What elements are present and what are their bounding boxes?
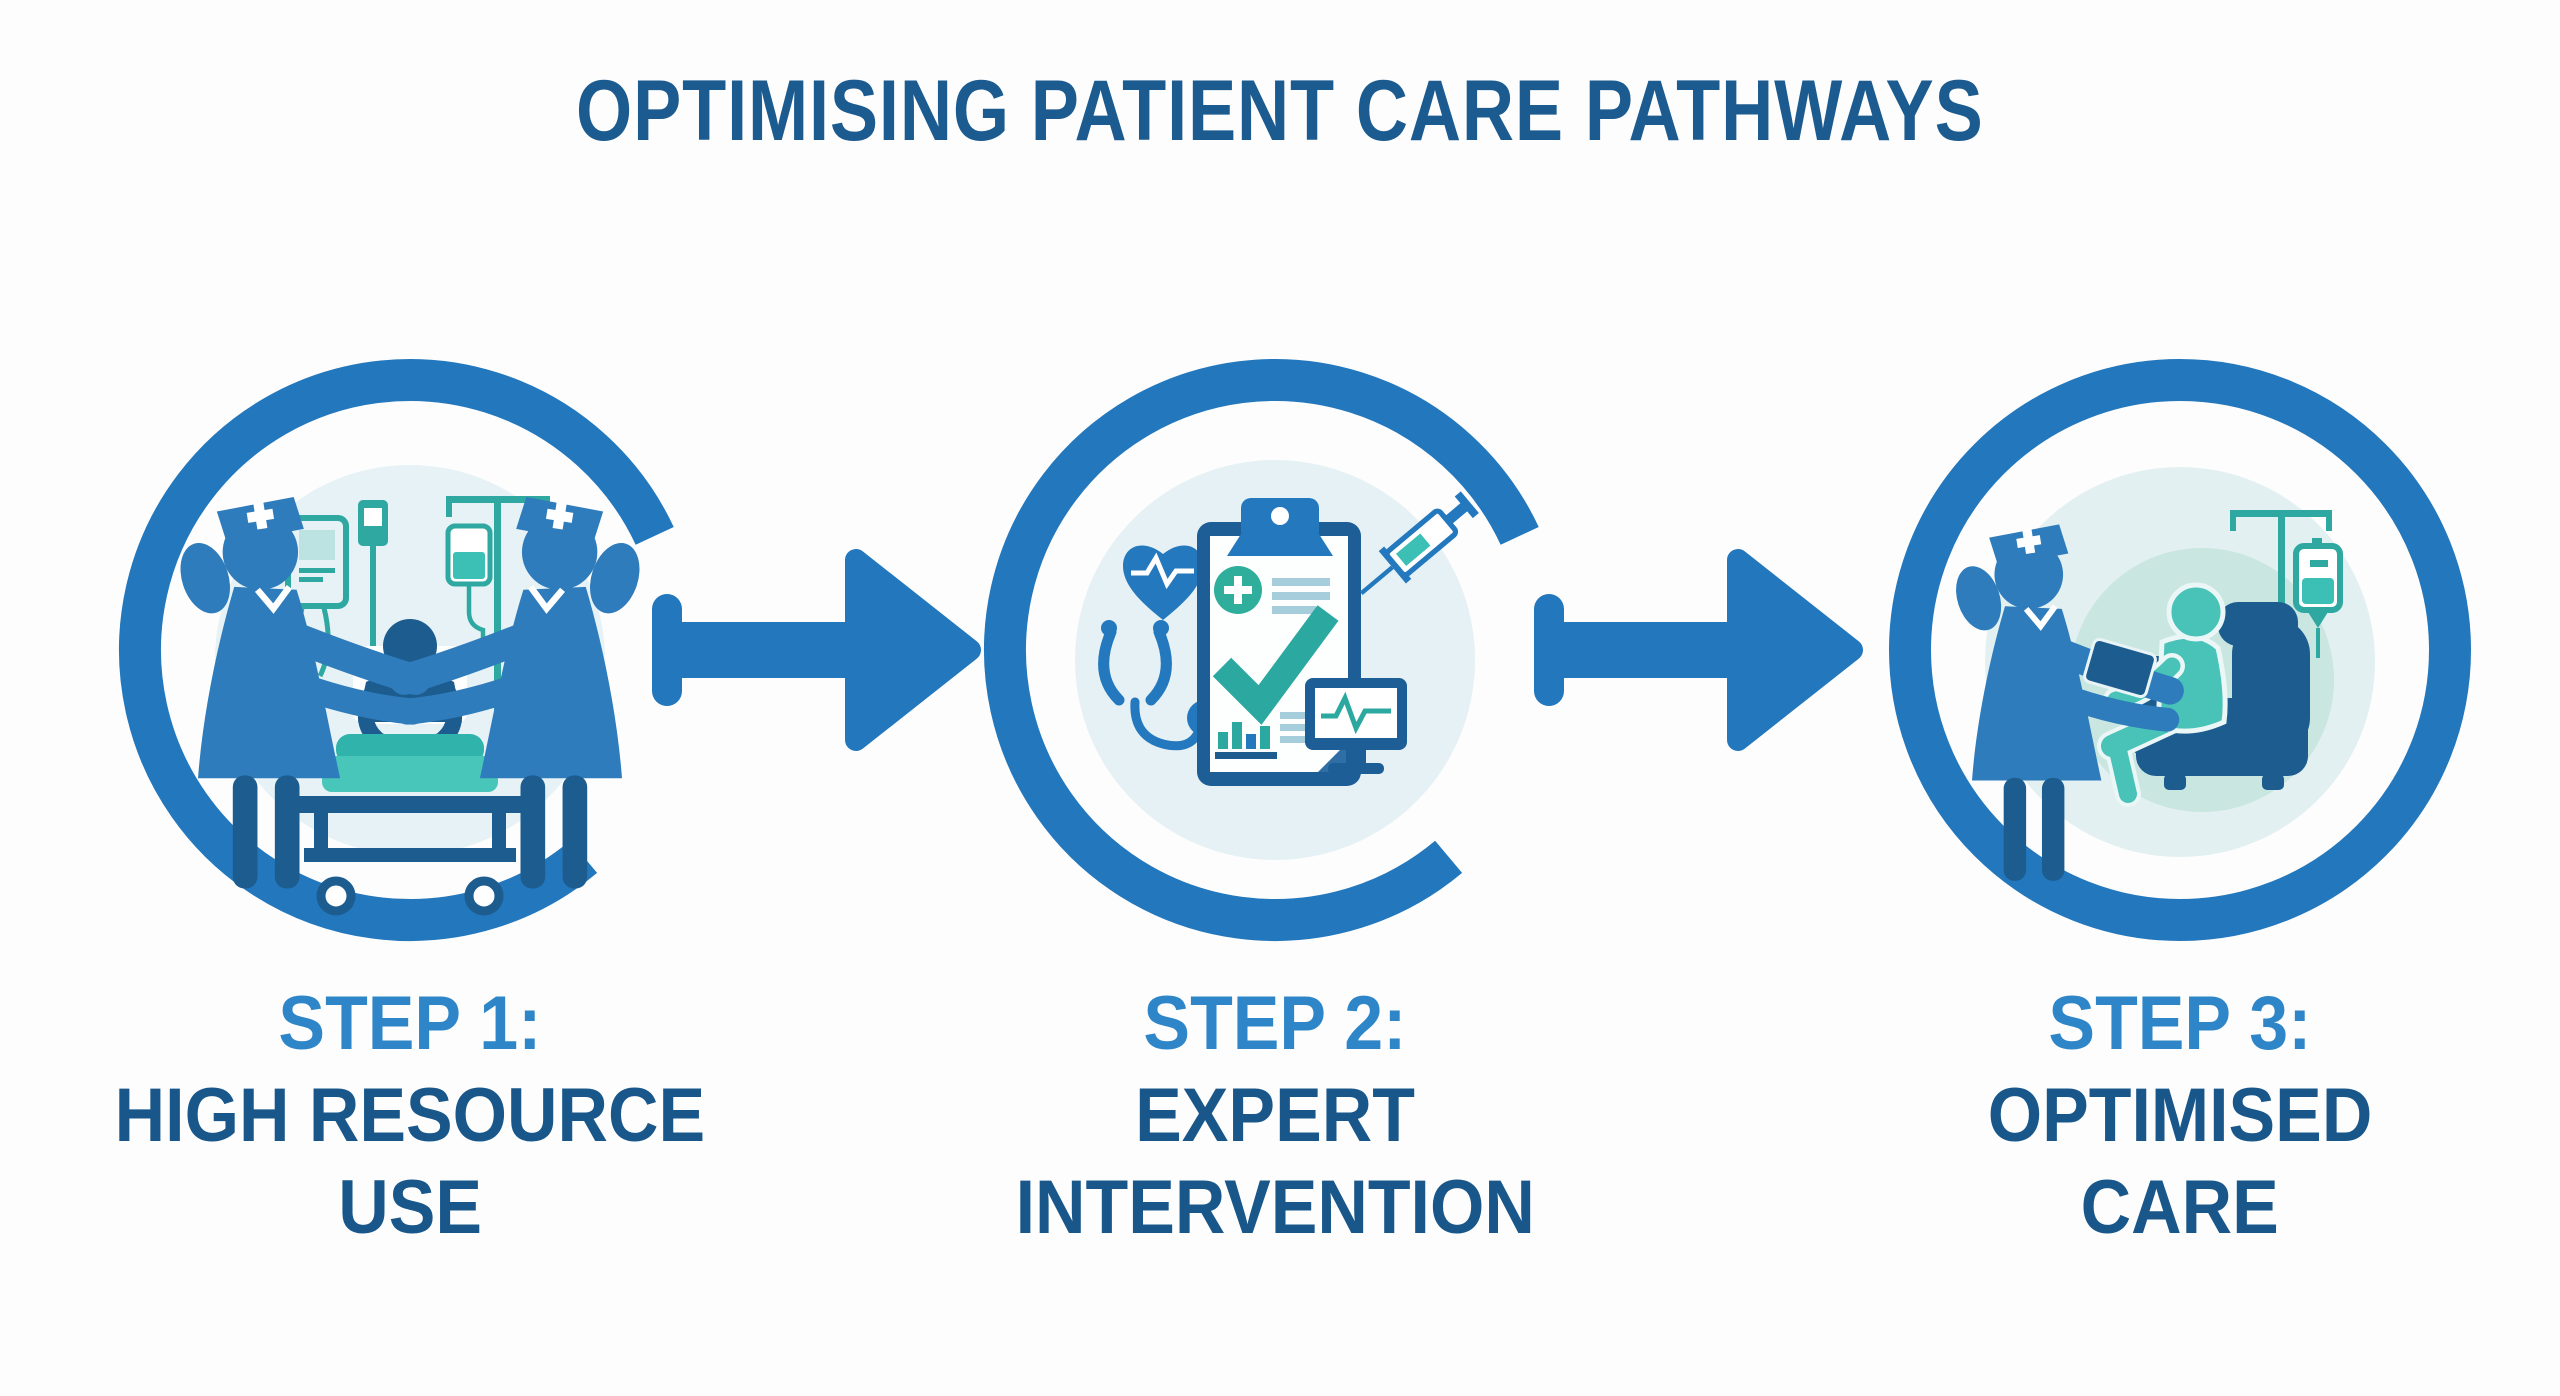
- step1-number: STEP 1:: [278, 981, 542, 1066]
- step2-label: STEP 2: EXPERT INTERVENTION: [825, 978, 1725, 1254]
- step3-number: STEP 3:: [2048, 981, 2312, 1066]
- bar-chart-icon: [1215, 722, 1277, 759]
- infusion-pump-icon: [358, 500, 388, 650]
- medical-cross-icon: [1214, 566, 1262, 614]
- step1-scene-svg: [119, 359, 674, 942]
- step3-label: STEP 3: OPTIMISED CARE: [1730, 978, 2560, 1254]
- step1-name-line1: HIGH RESOURCE: [114, 1073, 706, 1158]
- step2-circle: [975, 350, 1575, 950]
- page-title: OPTIMISING PATIENT CARE PATHWAYS: [0, 62, 2560, 161]
- step2-number: STEP 2:: [1143, 981, 1407, 1066]
- arrow-step2-to-step3: [1532, 520, 1868, 780]
- page-title-text: OPTIMISING PATIENT CARE PATHWAYS: [576, 63, 1984, 159]
- checkmark-icon: [1212, 605, 1339, 725]
- step3-scene-svg: [1889, 359, 2471, 941]
- ecg-monitor-icon: [1305, 678, 1407, 774]
- step1-ring: [119, 359, 674, 942]
- arrow-right-icon: [1534, 549, 1863, 751]
- iv-stand-icon: [2230, 510, 2343, 660]
- step1-name-line2: USE: [338, 1165, 482, 1250]
- step2-name-line2: INTERVENTION: [1015, 1165, 1535, 1250]
- step3-ring: [1889, 359, 2471, 941]
- step3-name-line1: OPTIMISED: [1987, 1073, 2373, 1158]
- clipboard-hole: [1271, 507, 1289, 525]
- step3-name-line2: CARE: [2080, 1165, 2280, 1250]
- arrow-step1-to-step2: [650, 520, 986, 780]
- step3-circle: [1880, 350, 2480, 950]
- step1-label: STEP 1: HIGH RESOURCE USE: [0, 978, 860, 1254]
- iv-drip-icon: [445, 496, 550, 710]
- step2-ring: [984, 359, 1539, 942]
- heart-ecg-icon: [1123, 545, 1203, 620]
- step2-name-line1: EXPERT: [1135, 1073, 1415, 1158]
- tablet-icon: [2083, 637, 2157, 699]
- step1-circle: [110, 350, 710, 950]
- step2-scene-svg: [984, 359, 1539, 942]
- arrow-right-icon: [652, 549, 981, 751]
- syringe-icon: [1359, 491, 1479, 595]
